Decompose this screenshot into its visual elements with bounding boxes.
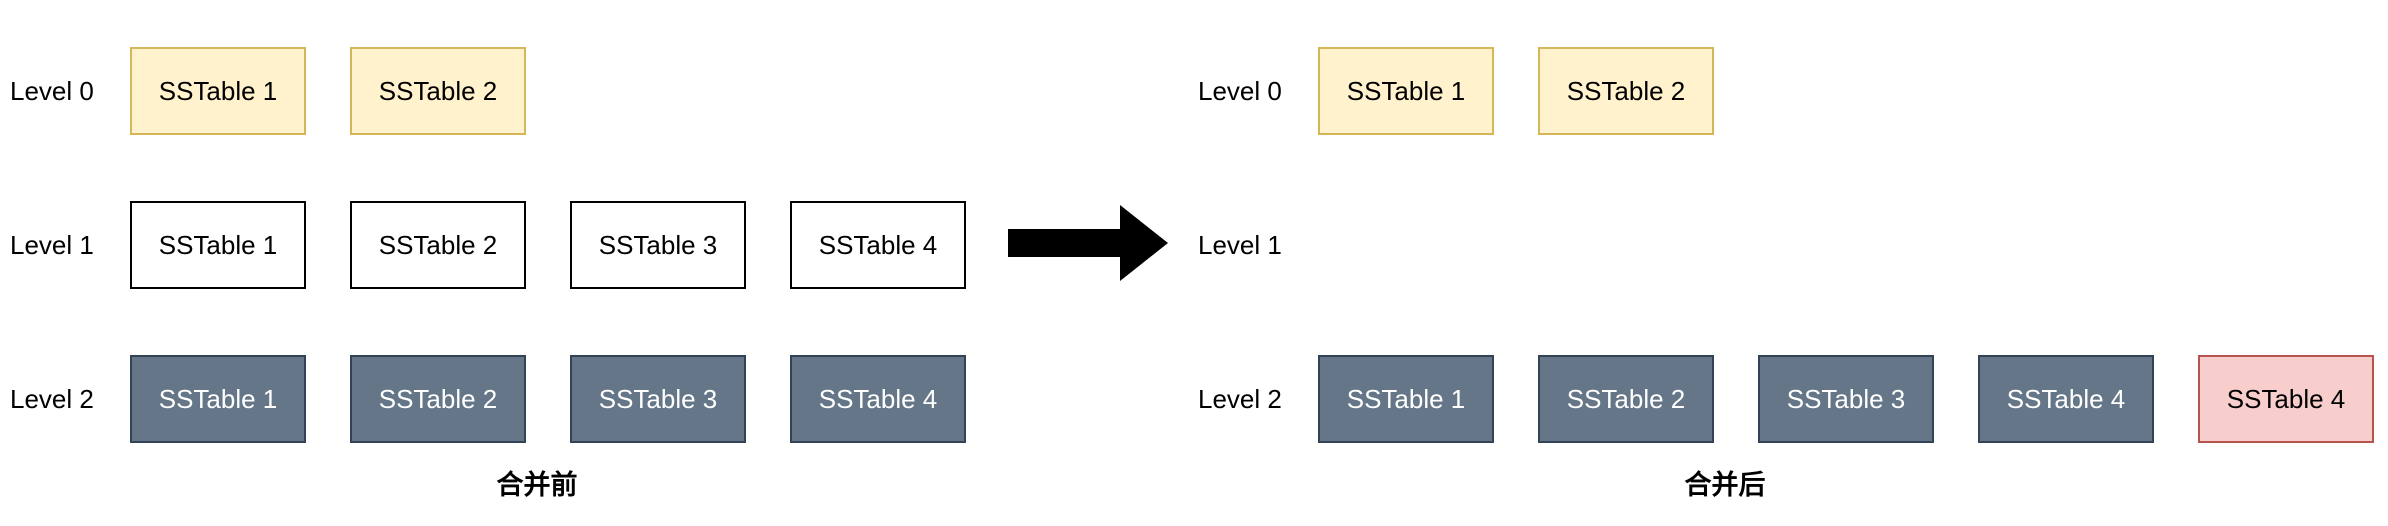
level-2-sstable-box: SSTable 1	[130, 355, 306, 443]
level-1-sstable-box: SSTable 2	[350, 201, 526, 289]
level-1-sstable-box: SSTable 1	[130, 201, 306, 289]
level-2-sstable-box: SSTable 4	[1978, 355, 2154, 443]
level-1-sstable-box: SSTable 3	[570, 201, 746, 289]
before-caption: 合并前	[496, 470, 578, 501]
level-2-sstable-box: SSTable 4	[2198, 355, 2374, 443]
level-0-sstable-box: SSTable 1	[130, 47, 306, 135]
level-1-label: Level 1	[10, 230, 94, 260]
after-caption: 合并后	[1684, 470, 1766, 501]
level-0-sstable-box: SSTable 1	[1318, 47, 1494, 135]
level-0-label: Level 0	[10, 76, 94, 106]
before-compaction-panel: Level 0 SSTable 1 SSTable 2 Level 1 SSTable …	[0, 0, 1000, 526]
level-2-sstable-box: SSTable 3	[1758, 355, 1934, 443]
after-compaction-panel: Level 0 SSTable 1 SSTable 2 Level 1 Level 2 S…	[1188, 0, 2388, 526]
level-0-sstable-box: SSTable 2	[350, 47, 526, 135]
level-2-sstable-box: SSTable 3	[570, 355, 746, 443]
level-1-label: Level 1	[1198, 230, 1282, 260]
level-2-sstable-box: SSTable 2	[1538, 355, 1714, 443]
level-0-label: Level 0	[1198, 76, 1282, 106]
level-2-label: Level 2	[10, 384, 94, 414]
level-2-label: Level 2	[1198, 384, 1282, 414]
level-1-sstable-box: SSTable 4	[790, 201, 966, 289]
level-0-sstable-box: SSTable 2	[1538, 47, 1714, 135]
right-arrow-icon	[1008, 205, 1168, 281]
level-2-sstable-box: SSTable 1	[1318, 355, 1494, 443]
level-2-sstable-box: SSTable 4	[790, 355, 966, 443]
level-2-sstable-box: SSTable 2	[350, 355, 526, 443]
